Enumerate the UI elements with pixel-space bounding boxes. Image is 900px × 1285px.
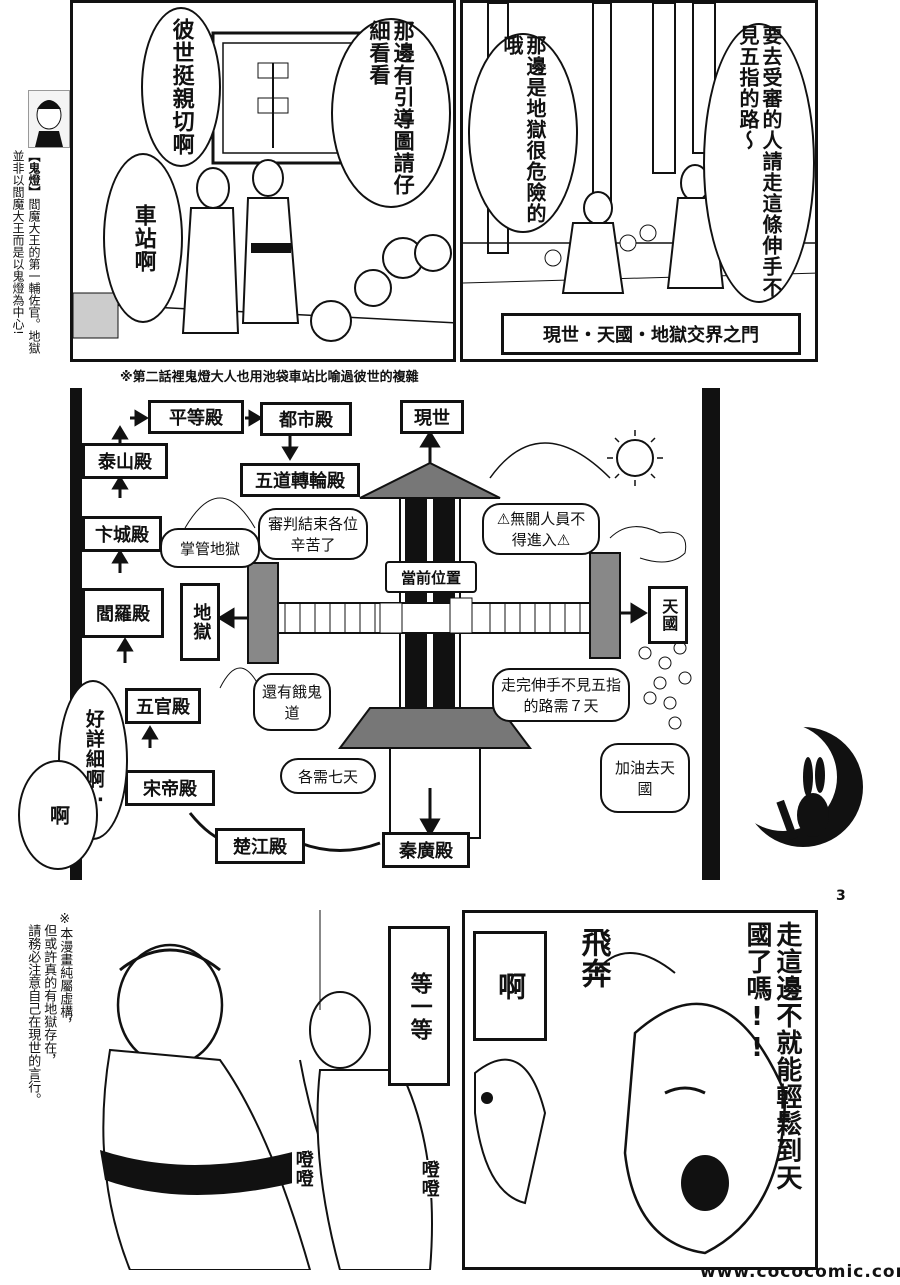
- sfx-text: 飛奔: [575, 927, 611, 989]
- station-scene-art: [73, 31, 453, 342]
- hall-gokan: 五官殿: [125, 688, 201, 724]
- disclaimer-2: 但或許真的有地獄存在，: [41, 924, 57, 1067]
- panel-map: 平等殿 都市殿 現世 泰山殿 五道轉輪殿 卞城殿 閻羅殿 地獄 五官殿 宋帝殿 …: [70, 388, 720, 880]
- footnote: ※第二話裡鬼燈大人也用池袋車站比喻過彼世的複雜: [120, 370, 419, 385]
- page-number: 3: [836, 888, 846, 904]
- speech-box-shout: 走這邊不就能輕鬆到天國了嗎!!: [727, 921, 815, 1211]
- hall-taizan: 泰山殿: [82, 443, 168, 479]
- shout-scene-art: [474, 952, 787, 1255]
- speech-bubble-ah: 啊: [18, 760, 98, 870]
- character-avatar: [28, 90, 70, 148]
- hall-jigoku: 地獄: [180, 583, 220, 661]
- label-nanoka: 各需七天: [280, 758, 376, 794]
- map-diagram-art: [111, 409, 692, 852]
- hall-byodo: 平等殿: [148, 400, 244, 434]
- label-genzai: 當前位置: [385, 561, 477, 593]
- hall-godo: 五道轉輪殿: [240, 463, 360, 497]
- bubble-text: 啊: [46, 804, 71, 826]
- watermark: www.cococomic.com: [700, 1262, 900, 1282]
- moon-rabbit-logo: [738, 715, 863, 855]
- label-kinshi: ⚠無關人員不得進入⚠: [482, 503, 600, 555]
- hall-shinko: 秦廣殿: [382, 832, 470, 868]
- bubble-text: 啊: [494, 971, 528, 1001]
- character-note: 【鬼燈】閻魔大王的第一輔佐官。地獄: [26, 150, 41, 360]
- label-gaki: 還有餓鬼道: [253, 673, 331, 731]
- speech-bubble-danger: 那邊是地獄很危險的哦: [468, 33, 578, 233]
- label-kansho: 掌管地獄: [160, 528, 260, 568]
- sfx-text: 噔噔: [292, 1150, 314, 1188]
- note-title: 【鬼燈】: [27, 150, 41, 198]
- bubble-text: 那邊有引導圖請仔細看看: [367, 20, 416, 196]
- panel-top-right: 那邊是地獄很危險的哦 要去受審的人請走這條伸手不見五指的路～ 現世・天國・地獄交…: [460, 0, 818, 362]
- bubble-text: 等一等: [406, 971, 432, 1041]
- bubble-text: 走這邊不就能輕鬆到天國了嗎!!: [742, 921, 802, 1191]
- note-body-2: 並非以閻魔大王而是以鬼燈為中心!: [11, 150, 25, 335]
- panel-bottom-right: 啊 飛奔 走這邊不就能輕鬆到天國了嗎!!: [462, 910, 818, 1270]
- label-ganbare: 加油去天國: [600, 743, 690, 813]
- guard-scene-art: [100, 910, 433, 1270]
- hall-shoko: 楚江殿: [215, 828, 305, 864]
- bubble-text: 彼世挺親切啊: [168, 18, 194, 156]
- label-shinpan: 審判結束各位辛苦了: [258, 508, 368, 560]
- label-michi: 走完伸手不見五指的路需７天: [492, 668, 630, 722]
- hall-sotei: 宋帝殿: [125, 770, 215, 806]
- sfx-dash-2: 噔噔: [418, 1160, 458, 1202]
- speech-box-ah: 啊: [473, 931, 547, 1041]
- bubble-text: 要去受審的人請走這條伸手不見五指的路～: [736, 25, 783, 298]
- disclaimer-3: 請務必注意自己在現世的言行。: [25, 924, 41, 1106]
- caption-box: 現世・天國・地獄交界之門: [501, 313, 801, 355]
- panel-bottom-left: 等一等 噔噔 噔噔: [70, 910, 458, 1270]
- hall-hentai: 卞城殿: [82, 516, 162, 552]
- speech-bubble-station: 車站啊: [103, 153, 183, 323]
- hall-tengoku-label: 天國: [659, 598, 679, 632]
- sfx-fly: 飛奔: [575, 927, 644, 993]
- note-body-1: 閻魔大王的第一輔佐官。地獄: [27, 198, 41, 354]
- speech-bubble-guide: 那邊有引導圖請仔細看看: [331, 18, 451, 208]
- caption-text: 現世・天國・地獄交界之門: [543, 325, 759, 346]
- disclaimer-1: ※本漫畫純屬虛構，: [57, 912, 73, 1031]
- hall-tengoku: 天國: [648, 586, 688, 644]
- hall-enra: 閻羅殿: [82, 588, 164, 638]
- bubble-text: 那邊是地獄很危險的哦: [500, 35, 547, 224]
- speech-bubble-instructions: 要去受審的人請走這條伸手不見五指的路～: [703, 23, 815, 303]
- hall-genze: 現世: [400, 400, 464, 434]
- speech-box-wait: 等一等: [388, 926, 450, 1086]
- bubble-text: 車站啊: [130, 203, 156, 273]
- character-note-2: 並非以閻魔大王而是以鬼燈為中心!: [10, 150, 25, 360]
- speech-bubble-kind: 彼世挺親切啊: [141, 7, 221, 167]
- panel-top-left: 彼世挺親切啊 那邊有引導圖請仔細看看 車站啊: [70, 0, 456, 362]
- hall-jigoku-label: 地獄: [190, 603, 212, 641]
- sfx-dash-1: 噔噔: [292, 1150, 333, 1192]
- map-border-right: [702, 388, 720, 880]
- sfx-text: 噔噔: [418, 1160, 440, 1198]
- hall-toshi: 都市殿: [260, 402, 352, 436]
